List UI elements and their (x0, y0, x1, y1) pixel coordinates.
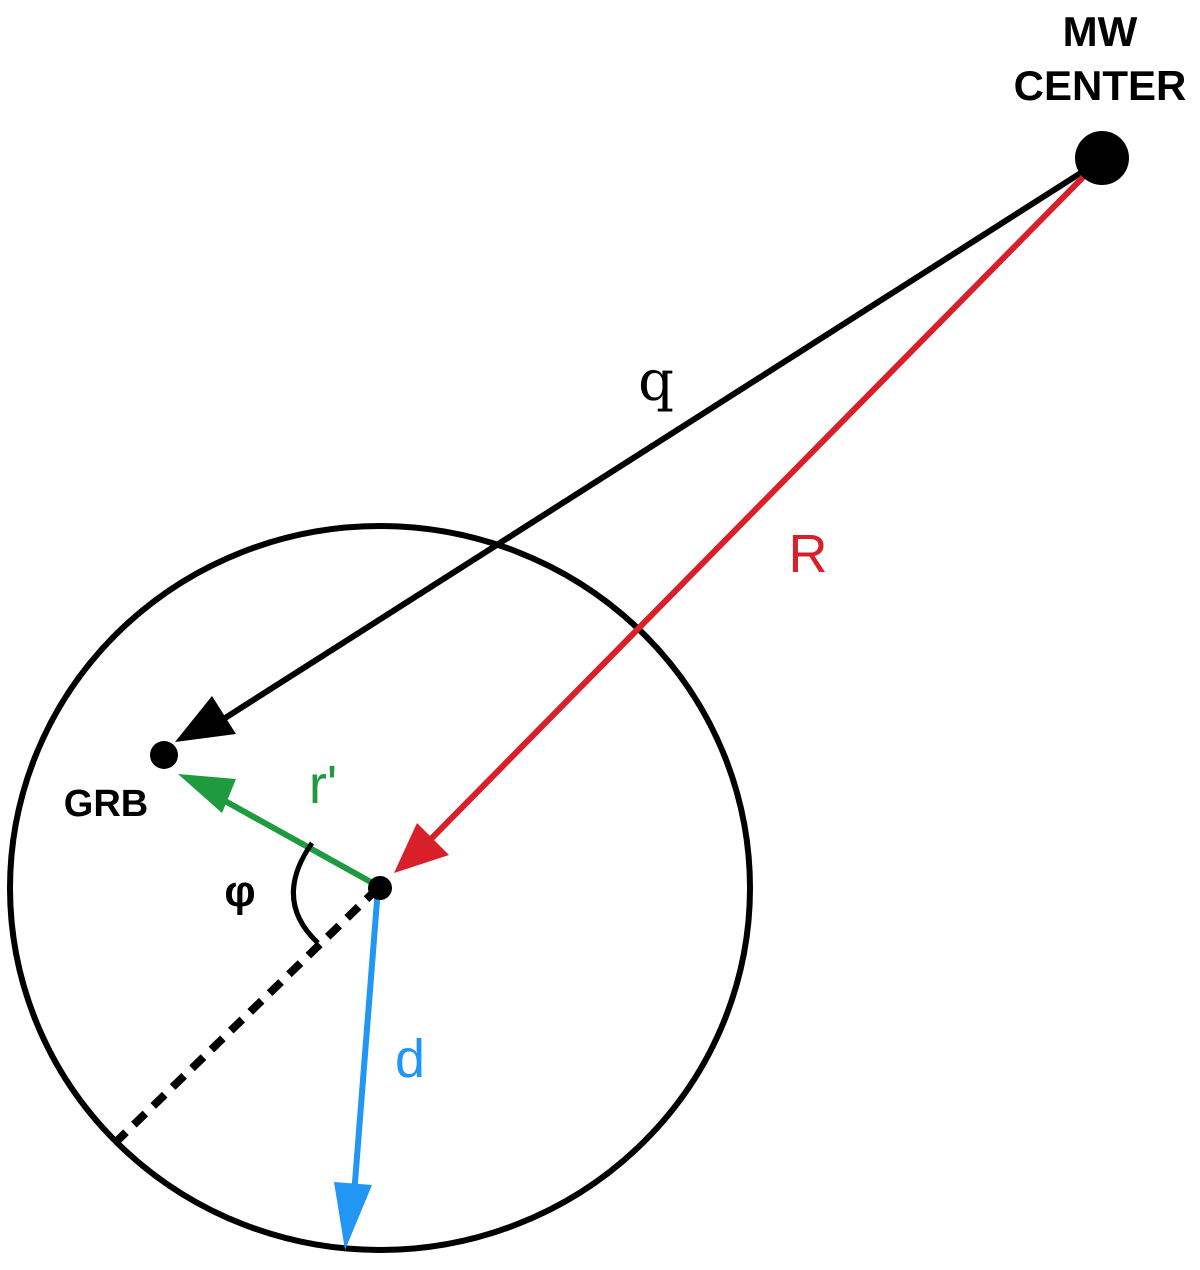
r-prime-label: r' (309, 755, 337, 815)
host-center-point (368, 876, 392, 900)
phi-angle-arc (291, 841, 320, 945)
host-galaxy-circle (7, 523, 753, 1253)
R-vector-arrowhead (394, 823, 449, 873)
phi-label: φ (224, 867, 255, 916)
q-label: q (638, 349, 674, 414)
R-extension-dashed-line (115, 885, 381, 1143)
mw-center-label-line2: CENTER (1014, 62, 1187, 109)
q-vector-arrowhead (175, 696, 236, 742)
q-vector-line (220, 159, 1100, 723)
d-label: d (395, 1029, 425, 1089)
r-prime-vector-line (223, 798, 380, 889)
mw-center-point (1075, 131, 1129, 185)
R-label: R (789, 524, 828, 584)
R-vector-line (427, 159, 1101, 843)
d-vector-arrowhead (334, 1182, 372, 1250)
mw-center-label-line1: MW (1063, 8, 1138, 55)
r-prime-vector-arrowhead (178, 774, 236, 813)
grb-label: GRB (64, 783, 148, 825)
d-vector-line (351, 887, 381, 1196)
grb-point (150, 741, 178, 769)
